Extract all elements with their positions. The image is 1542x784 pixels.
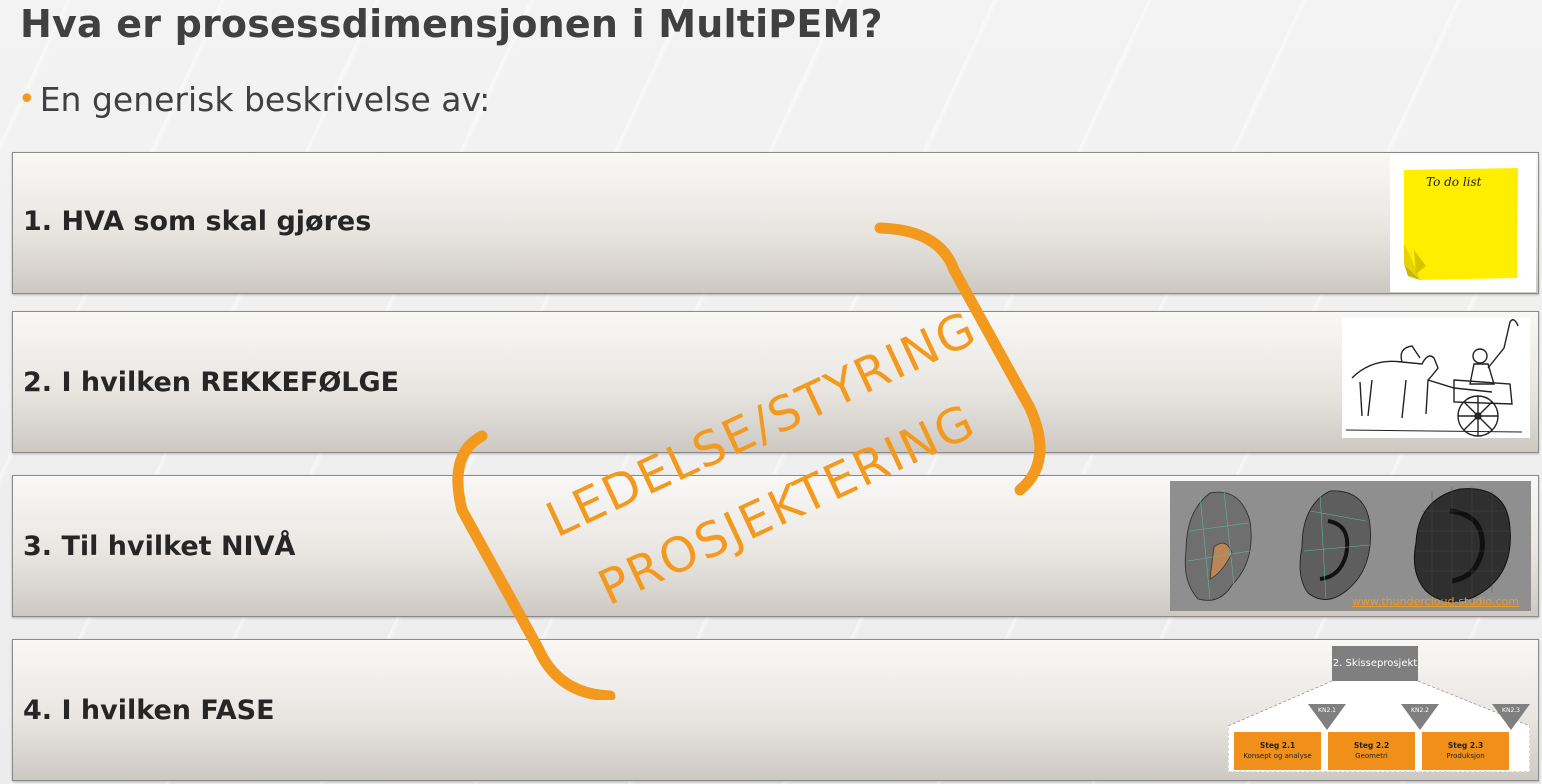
step-box: Steg 2.1 Konsept og analyse bbox=[1234, 732, 1321, 770]
row-order: 2. I hvilken REKKEFØLGE bbox=[12, 311, 1539, 453]
gate-icon bbox=[1492, 704, 1530, 730]
step-box: Steg 2.3 Produksjon bbox=[1422, 732, 1509, 770]
row-phase-label: 4. I hvilken FASE bbox=[23, 695, 275, 726]
intro-bullet-text: En generisk beskrivelse av: bbox=[39, 80, 491, 119]
todo-sticky-note-image: To do list bbox=[1390, 154, 1536, 292]
step-title: Steg 2.2 bbox=[1353, 741, 1390, 750]
step-subtitle: Produksjon bbox=[1446, 752, 1485, 760]
intro-bullet: • En generisk beskrivelse av: bbox=[18, 80, 490, 119]
bullet-icon: • bbox=[18, 82, 36, 117]
ear-credit-link[interactable]: www.thundercloud-studio.com bbox=[1351, 595, 1519, 608]
row-what: 1. HVA som skal gjøres bbox=[12, 152, 1539, 294]
gate-icon bbox=[1401, 704, 1439, 730]
gate-icon bbox=[1308, 704, 1346, 730]
step-title: Steg 2.3 bbox=[1447, 741, 1484, 750]
gate-label: KN2.3 bbox=[1502, 707, 1520, 714]
gate-label: KN2.2 bbox=[1411, 707, 1429, 714]
step-box: Steg 2.2 Geometri bbox=[1328, 732, 1415, 770]
step-title: Steg 2.1 bbox=[1259, 741, 1296, 750]
step-subtitle: Konsept og analyse bbox=[1243, 752, 1312, 760]
slide-title: Hva er prosessdimensjonen i MultiPEM? bbox=[20, 2, 883, 46]
row-level-label: 3. Til hvilket NIVÅ bbox=[23, 531, 296, 562]
phase-title-box: 2. Skisseprosjekt bbox=[1332, 646, 1418, 681]
gate-label: KN2.1 bbox=[1318, 707, 1336, 714]
horse-cart-sketch-image bbox=[1342, 318, 1530, 438]
phase-diagram-image: 2. Skisseprosjekt KN2.1 KN2.2 KN2.3 Steg… bbox=[1228, 646, 1530, 772]
row-what-label: 1. HVA som skal gjøres bbox=[23, 206, 372, 237]
sticky-note-text: To do list bbox=[1426, 175, 1482, 189]
row-order-label: 2. I hvilken REKKEFØLGE bbox=[23, 367, 400, 398]
step-subtitle: Geometri bbox=[1355, 752, 1388, 760]
ear-model-image: www.thundercloud-studio.com bbox=[1170, 481, 1531, 611]
